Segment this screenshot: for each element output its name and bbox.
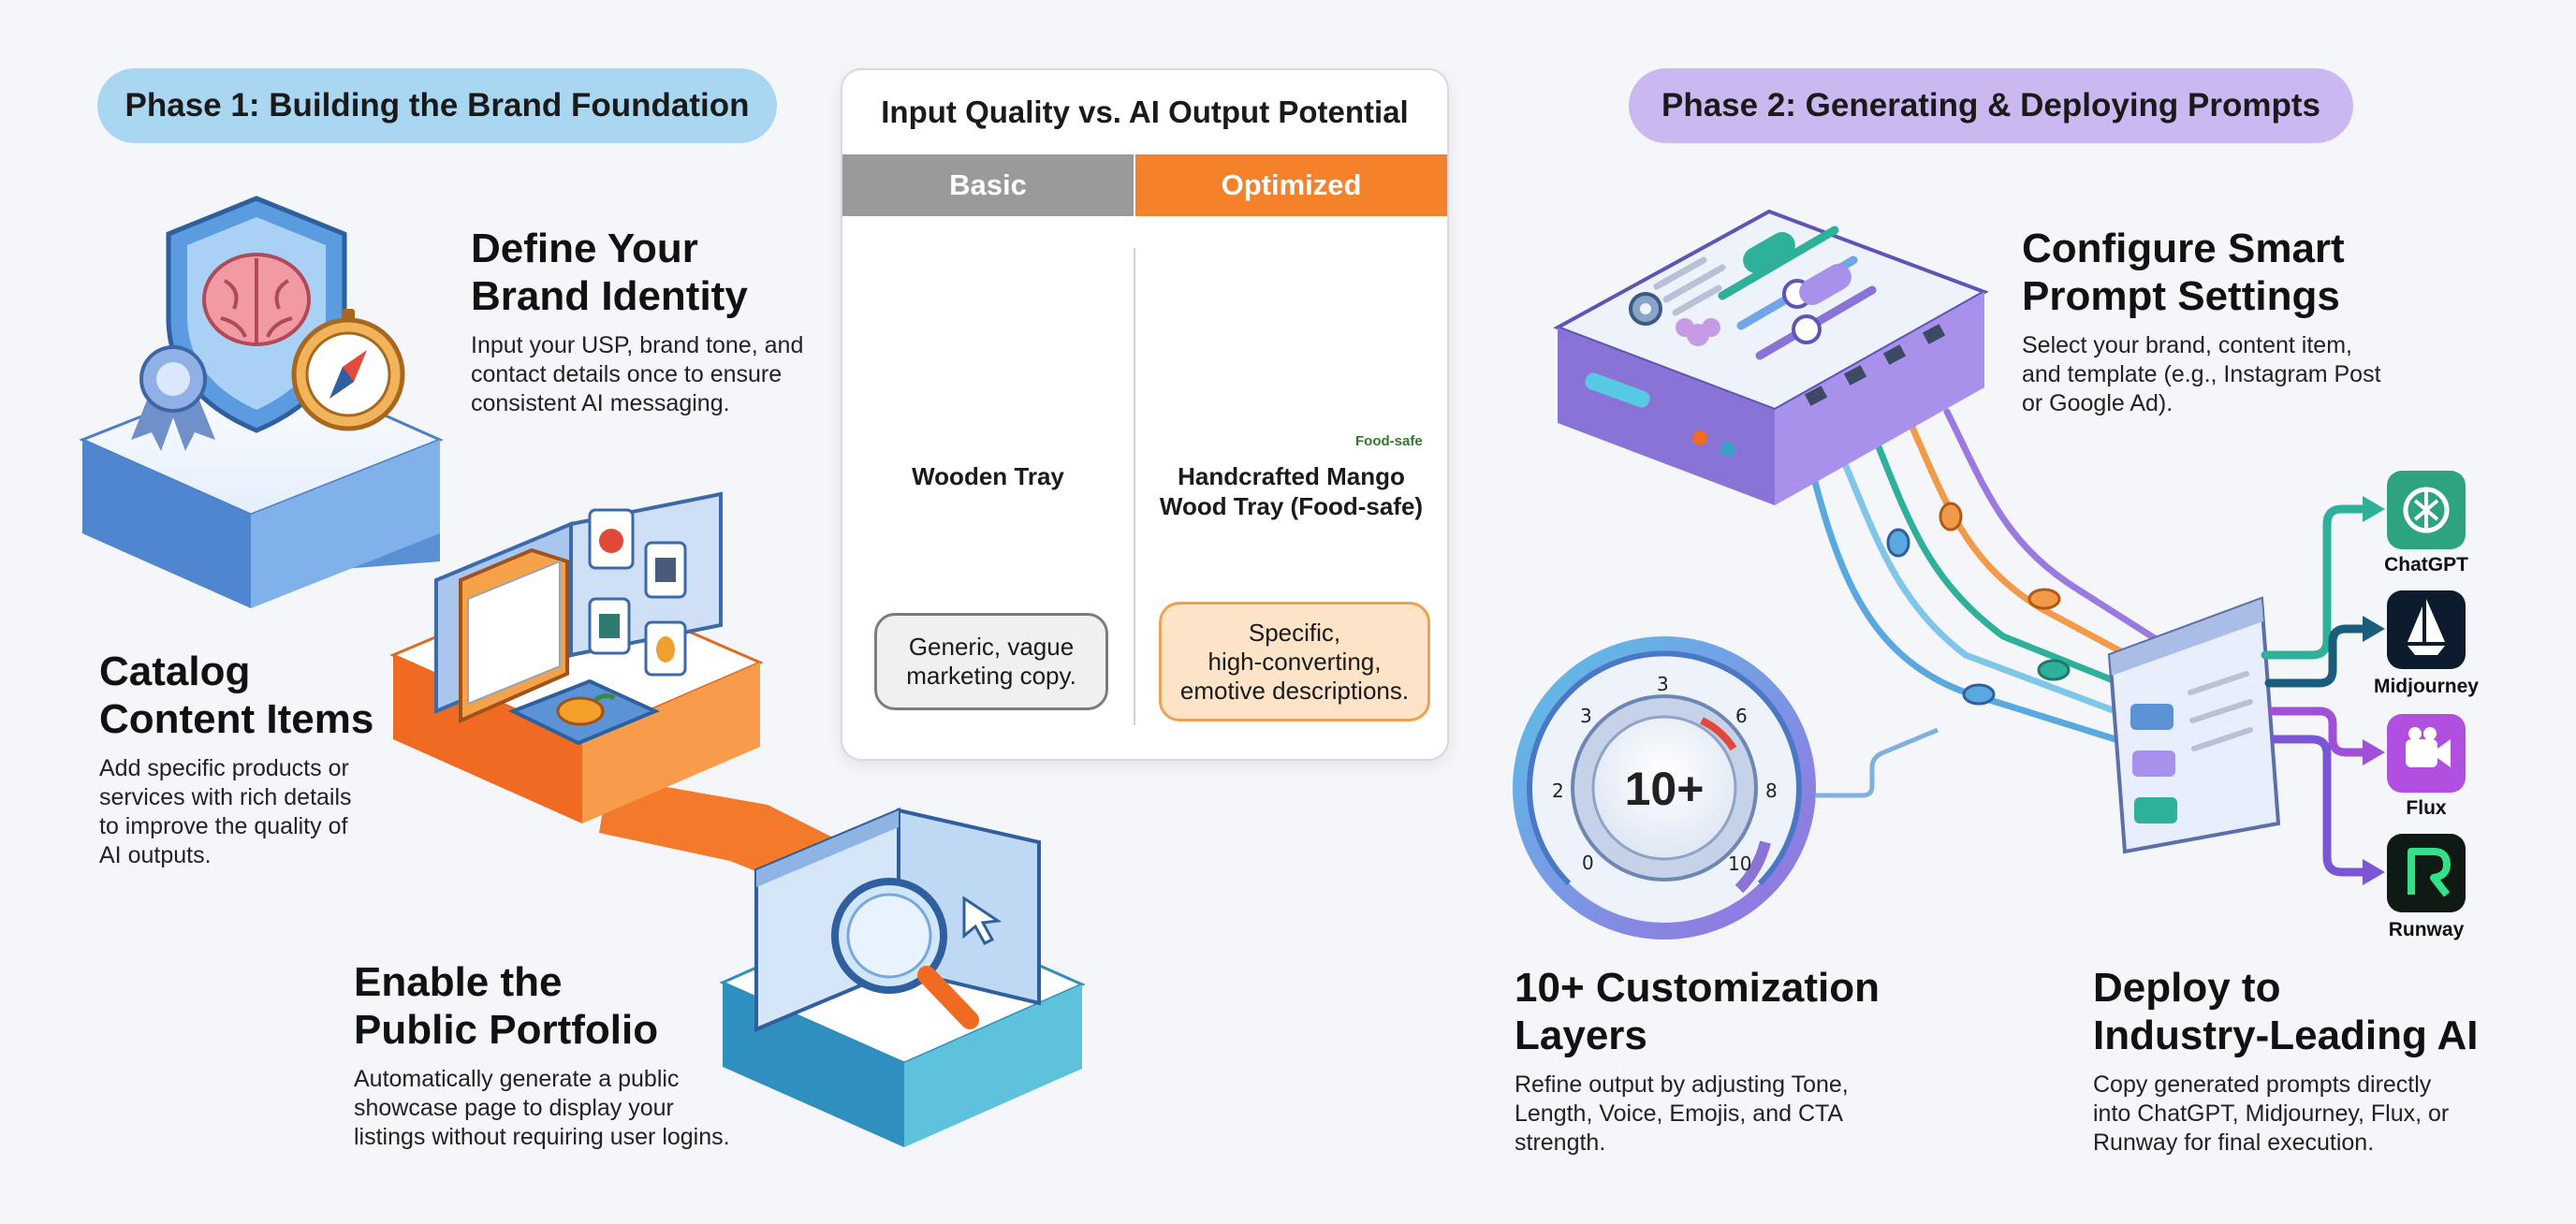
arrowhead: [2363, 616, 2385, 642]
step-catalog: Catalog Content Items Add specific produ…: [99, 648, 373, 870]
basic-header: Basic: [842, 154, 1134, 216]
customization-title: 10+ Customization Layers: [1515, 965, 1880, 1058]
cursor-icon: [962, 896, 1003, 945]
wire-node: [2027, 588, 2061, 610]
phase2-pill: Phase 2: Generating & Deploying Prompts: [1629, 68, 2353, 143]
video-camera-icon: [2406, 727, 2451, 767]
step-prompt-settings: Configure Smart Prompt Settings Select y…: [2022, 225, 2381, 418]
ai-tile-runway[interactable]: [2387, 834, 2466, 912]
optimized-output-bubble: Specific, high-converting, emotive descr…: [1159, 602, 1430, 721]
phase1-pill: Phase 1: Building the Brand Foundation: [97, 68, 777, 143]
portfolio-title: Enable the Public Portfolio: [354, 959, 659, 1053]
flower-icon: [1676, 318, 1720, 346]
prompt-wires: [1803, 408, 2185, 743]
step-brand-identity: Define Your Brand Identity Input your US…: [471, 225, 803, 418]
dial-center-label: 10+: [1625, 763, 1705, 815]
arrowhead: [2363, 496, 2385, 522]
wire-node: [1886, 528, 1910, 558]
ai-label-flux: Flux: [2406, 797, 2447, 819]
dial-tick-3a: 3: [1580, 705, 1592, 727]
customization-desc: Refine output by adjusting Tone, Length,…: [1515, 1071, 1849, 1156]
runway-icon: [2408, 848, 2451, 897]
deploy-arrows: [2261, 504, 2375, 877]
dial-tick-3b: 3: [1657, 673, 1669, 695]
gear-icon: [1629, 292, 1662, 326]
brand-identity-title: Define Your Brand Identity: [471, 226, 748, 319]
dial-connector: [1816, 727, 1939, 798]
dial-tick-6: 6: [1735, 705, 1748, 727]
step-deploy: Deploy to Industry-Leading AI Copy gener…: [2093, 964, 2479, 1158]
sailboat-icon: [2408, 599, 2445, 655]
optimized-header: Optimized: [1135, 154, 1447, 216]
catalog-title: Catalog Content Items: [99, 648, 374, 742]
step-customization: 10+ Customization Layers Refine output b…: [1515, 964, 1880, 1158]
portfolio-desc: Automatically generate a public showcase…: [354, 1066, 730, 1150]
dial-tick-0: 0: [1582, 852, 1594, 874]
basic-output-bubble: Generic, vague marketing copy.: [874, 613, 1108, 710]
mango-book-icon: [508, 678, 661, 746]
award-ribbon-icon: [131, 345, 215, 451]
step-portfolio: Enable the Public Portfolio Automaticall…: [354, 958, 730, 1152]
wire-node: [1939, 502, 1963, 532]
deploy-title: Deploy to Industry-Leading AI: [2093, 965, 2479, 1058]
catalog-desc: Add specific products or services with r…: [99, 755, 352, 868]
wire-node: [2037, 659, 2071, 681]
prompt-settings-title: Configure Smart Prompt Settings: [2022, 226, 2345, 319]
phase1-title: Phase 1: Building the Brand Foundation: [124, 87, 750, 124]
wire-node: [1962, 683, 1996, 706]
brand-identity-desc: Input your USP, brand tone, and contact …: [471, 332, 804, 416]
food-safe-badge-label: Food-safe: [1355, 433, 1423, 449]
phase2-title: Phase 2: Generating & Deploying Prompts: [1661, 87, 2321, 124]
product-cards: [588, 508, 687, 677]
device-ports: [1804, 324, 1946, 406]
comparison-panel: Input Quality vs. AI Output Potential Ba…: [841, 68, 1449, 761]
optimized-product-label: Handcrafted Mango Wood Tray (Food-safe): [1159, 462, 1424, 520]
comparison-title: Input Quality vs. AI Output Potential: [881, 95, 1409, 129]
deploy-desc: Copy generated prompts directly into Cha…: [2093, 1071, 2450, 1156]
compass-icon: [291, 309, 405, 431]
dial-tick-labels: 0 2 3 3 6 8 10: [1552, 673, 1778, 875]
ai-label-midjourney: Midjourney: [2373, 676, 2479, 697]
dial-tick-10: 10: [1728, 852, 1751, 875]
dial-tick-2: 2: [1552, 780, 1564, 802]
customization-dial: [1513, 636, 1816, 940]
magnifier-icon: [831, 878, 979, 1029]
arrowhead: [2363, 739, 2385, 765]
folder-icon: [459, 547, 569, 724]
comparison-divider: [1134, 248, 1135, 725]
ai-label-runway: Runway: [2388, 919, 2465, 940]
arrowhead: [2363, 859, 2385, 885]
catalog-platform: [389, 491, 764, 823]
ai-label-chatgpt: ChatGPT: [2384, 554, 2468, 576]
basic-product-label: Wooden Tray: [912, 462, 1064, 490]
shield-brain-icon: [166, 196, 347, 433]
prompt-hub-panel: [2107, 596, 2281, 854]
prompt-settings-device: [1553, 209, 1989, 505]
dial-tick-8: 8: [1765, 780, 1778, 802]
prompt-settings-desc: Select your brand, content item, and tem…: [2022, 332, 2381, 416]
chatgpt-icon: [2403, 487, 2450, 533]
